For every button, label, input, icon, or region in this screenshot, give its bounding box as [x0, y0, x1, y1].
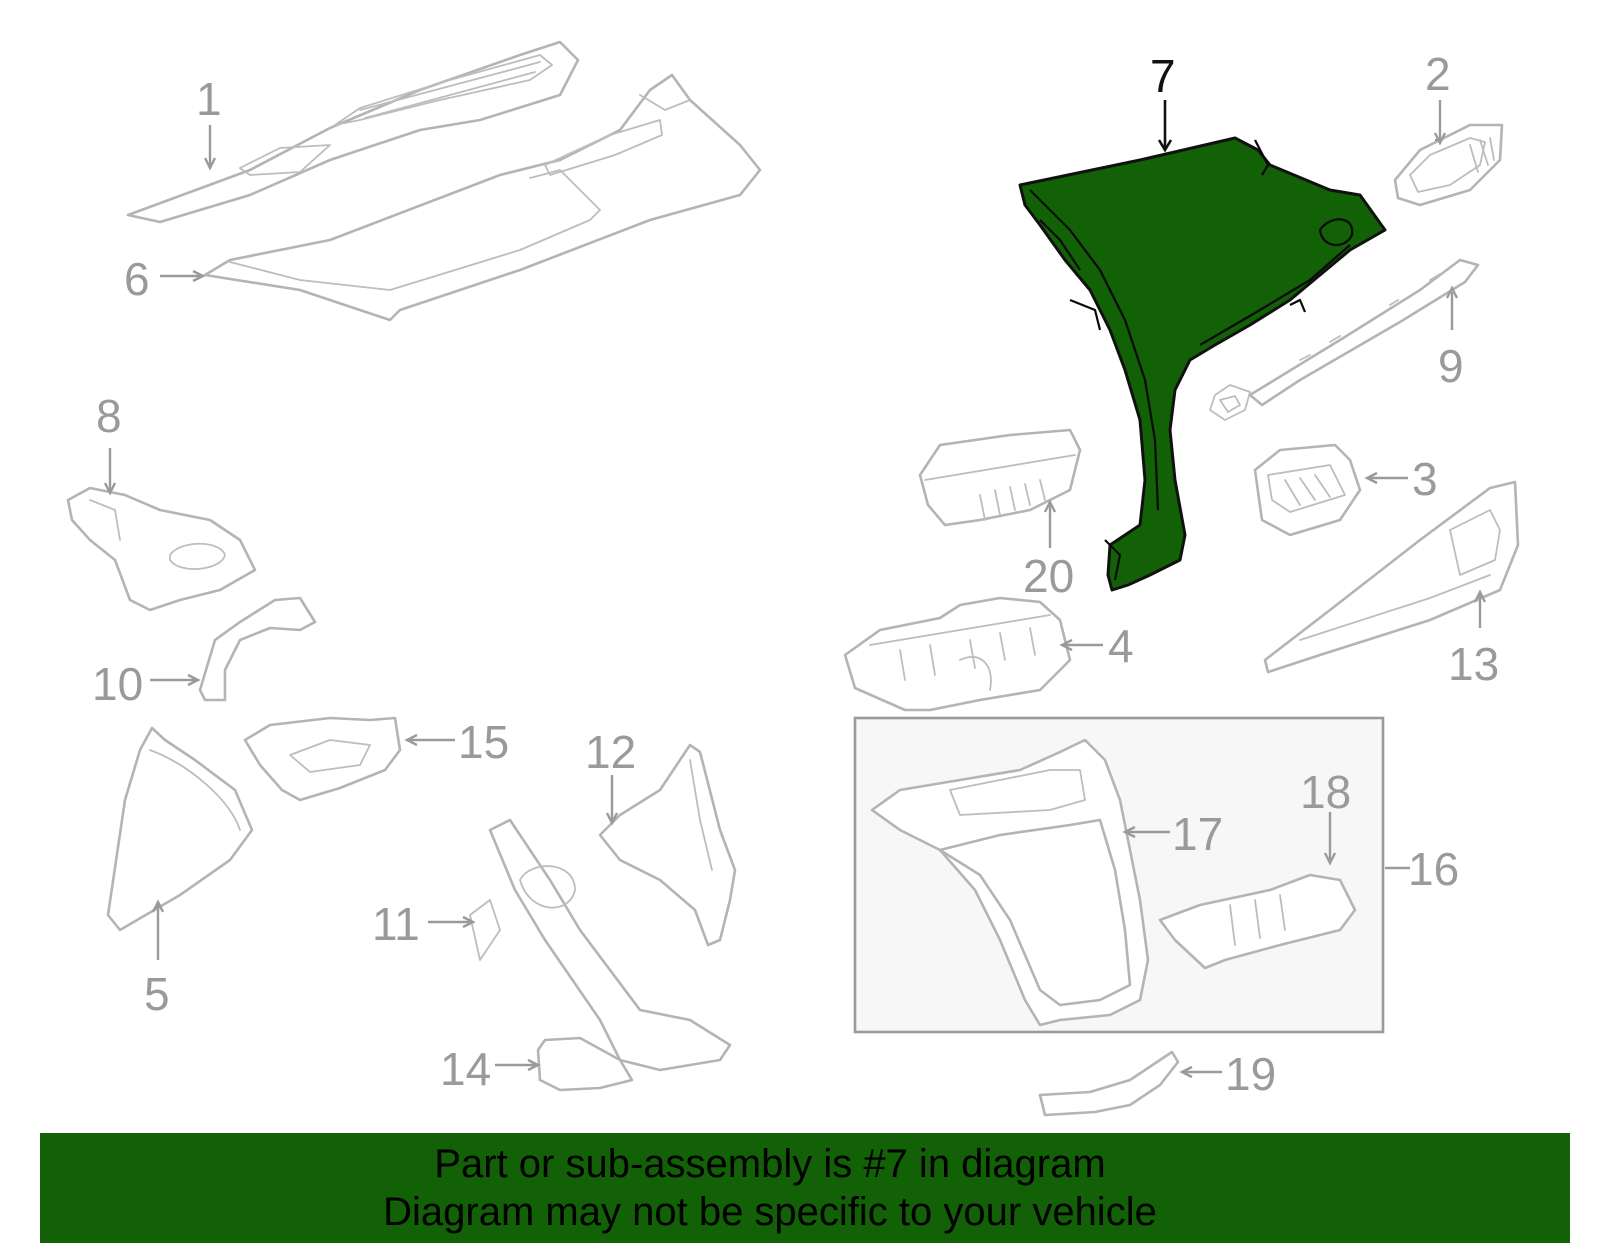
part-3-air-vent[interactable] — [1253, 443, 1362, 537]
callout-15[interactable]: 15 — [458, 716, 509, 768]
callout-16[interactable]: 16 — [1408, 843, 1459, 895]
part-9-trim-strip[interactable] — [1209, 258, 1480, 421]
part-13-side-trim[interactable] — [1263, 480, 1520, 674]
callout-19[interactable]: 19 — [1225, 1048, 1276, 1100]
callout-7-highlighted[interactable]: 7 — [1150, 50, 1176, 102]
part-20-airbag-module[interactable] — [918, 428, 1082, 527]
callout-3[interactable]: 3 — [1412, 453, 1438, 505]
part-12-side-bracket[interactable] — [598, 743, 737, 947]
callout-9[interactable]: 9 — [1438, 340, 1464, 392]
part-19-lower-trim-strip[interactable] — [1038, 1050, 1180, 1117]
part-8-bracket[interactable] — [66, 486, 257, 612]
callout-17[interactable]: 17 — [1172, 808, 1223, 860]
part-10-small-bracket[interactable] — [198, 596, 317, 702]
part-11-stack-side[interactable] — [469, 818, 732, 1072]
callout-13[interactable]: 13 — [1448, 638, 1499, 690]
info-banner: Part or sub-assembly is #7 in diagram Di… — [40, 1133, 1570, 1243]
banner-line-part-number: Part or sub-assembly is #7 in diagram — [434, 1142, 1106, 1186]
callout-10[interactable]: 10 — [92, 658, 143, 710]
callout-20[interactable]: 20 — [1023, 550, 1074, 602]
leader-lines — [103, 100, 1487, 1079]
callout-2[interactable]: 2 — [1425, 48, 1451, 100]
callout-6[interactable]: 6 — [124, 253, 150, 305]
part-4-vent-duct[interactable] — [843, 596, 1072, 712]
callout-18[interactable]: 18 — [1300, 766, 1351, 818]
part-6-dash-lower-panel[interactable] — [203, 73, 762, 322]
part-14-small-block[interactable] — [536, 1036, 634, 1092]
callout-4[interactable]: 4 — [1108, 620, 1134, 672]
callout-14[interactable]: 14 — [440, 1043, 491, 1095]
callout-12[interactable]: 12 — [585, 726, 636, 778]
part-17-center-bezel[interactable] — [870, 738, 1150, 1027]
part-15-trim-piece[interactable] — [243, 716, 402, 802]
callout-1[interactable]: 1 — [196, 73, 222, 125]
part-7-highlighted-dash-panel[interactable] — [1018, 136, 1387, 592]
banner-line-disclaimer: Diagram may not be specific to your vehi… — [383, 1190, 1157, 1234]
callout-5[interactable]: 5 — [144, 968, 170, 1020]
part-5-side-panel[interactable] — [106, 726, 254, 932]
part-1-dash-upper-trim[interactable] — [126, 40, 580, 224]
callout-11[interactable]: 11 — [372, 898, 420, 950]
part-18-small-vent[interactable] — [1158, 873, 1357, 970]
callout-8[interactable]: 8 — [96, 390, 122, 442]
part-2-trim-bezel[interactable] — [1393, 123, 1504, 207]
callout-labels: 1 2 3 4 5 6 7 8 9 10 11 12 13 14 15 16 1… — [92, 48, 1499, 1100]
